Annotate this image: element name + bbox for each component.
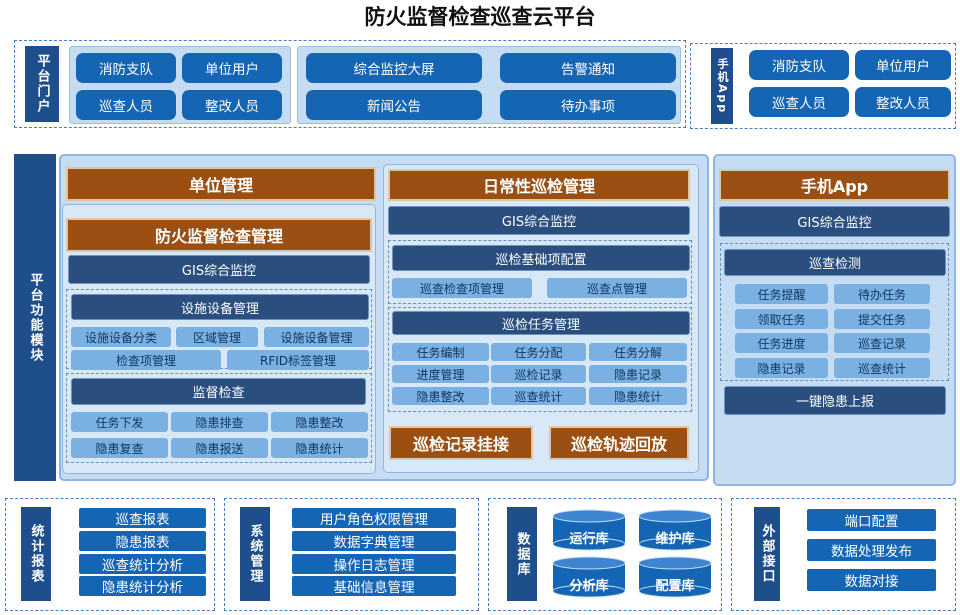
daily-gis-monitor[interactable]: GIS综合监控 — [388, 206, 690, 235]
supervise-item-report[interactable]: 隐患报送 — [171, 438, 268, 458]
unit-management-header: 单位管理 — [66, 167, 376, 201]
facility-item-equipment[interactable]: 设施设备管理 — [264, 327, 369, 347]
mobile-btn-patrol[interactable]: 巡查人员 — [749, 87, 849, 117]
db-cylinder-analysis — [552, 556, 626, 598]
db-cylinder-maintain — [638, 509, 712, 551]
system-base-info[interactable]: 基础信息管理 — [292, 576, 456, 596]
stats-hazard-analysis[interactable]: 隐患统计分析 — [79, 576, 206, 596]
task-item-compile[interactable]: 任务编制 — [392, 343, 489, 361]
facility-item-area[interactable]: 区域管理 — [176, 327, 258, 347]
supervise-item-stats[interactable]: 隐患统计 — [271, 438, 368, 458]
db-label-run: 运行库 — [569, 532, 609, 547]
portal-btn-news[interactable]: 新闻公告 — [306, 90, 482, 120]
mobile-item-submit[interactable]: 提交任务 — [834, 309, 930, 329]
facility-item-check[interactable]: 检查项管理 — [71, 350, 221, 370]
external-section: 外部接口 端口配置 数据处理发布 数据对接 — [731, 498, 956, 611]
portal-btn-fire-brigade[interactable]: 消防支队 — [76, 53, 176, 83]
task-item-hazard-rectify[interactable]: 隐患整改 — [392, 387, 489, 405]
mobile-item-todo[interactable]: 待办任务 — [834, 284, 930, 304]
mobile-app-label: 手机App — [711, 48, 733, 124]
daily-inspection-header: 日常性巡检管理 — [388, 169, 690, 201]
db-label-analysis: 分析库 — [569, 579, 609, 594]
mobile-gis-monitor[interactable]: GIS综合监控 — [719, 206, 950, 237]
database-section: 数据库 运行库 维护库 分析库 配置库 — [488, 498, 722, 611]
fire-supervision-header: 防火监督检查管理 — [66, 218, 372, 252]
db-label-config: 配置库 — [655, 579, 695, 594]
supervise-item-hazard-check[interactable]: 隐患排查 — [171, 412, 268, 432]
portal-btn-patrol[interactable]: 巡查人员 — [76, 90, 176, 120]
supervise-item-rectify[interactable]: 隐患整改 — [271, 412, 368, 432]
task-item-progress[interactable]: 进度管理 — [392, 365, 489, 383]
task-item-hazard-stats[interactable]: 隐患统计 — [589, 387, 687, 405]
modules-label: 平台功能模块 — [14, 154, 56, 481]
system-section: 系统管理 用户角色权限管理 数据字典管理 操作日志管理 基础信息管理 — [224, 498, 479, 611]
facility-management[interactable]: 设施设备管理 — [71, 294, 369, 320]
portal-btn-alarm[interactable]: 告警通知 — [500, 53, 676, 83]
db-label-maintain: 维护库 — [655, 532, 695, 547]
base-item-check[interactable]: 巡查检查项管理 — [392, 278, 532, 298]
mobile-btn-unit-user[interactable]: 单位用户 — [855, 50, 951, 80]
base-config-box — [388, 240, 692, 304]
mobile-btn-fire-brigade[interactable]: 消防支队 — [749, 50, 849, 80]
portal-users-panel: 消防支队 单位用户 巡查人员 整改人员 — [69, 46, 291, 124]
portal-btn-rectify[interactable]: 整改人员 — [182, 90, 282, 120]
task-item-split[interactable]: 任务分解 — [589, 343, 687, 361]
mobile-item-patrol-stats[interactable]: 巡查统计 — [834, 358, 930, 378]
mobile-btn-rectify[interactable]: 整改人员 — [855, 87, 951, 117]
database-cylinders — [552, 509, 712, 598]
mobile-item-patrol-record[interactable]: 巡查记录 — [834, 333, 930, 353]
portal-section: 平台门户 消防支队 单位用户 巡查人员 整改人员 综合监控大屏 告警通知 新闻公… — [14, 40, 686, 128]
base-item-point[interactable]: 巡查点管理 — [547, 278, 687, 298]
supervise-check[interactable]: 监督检查 — [71, 378, 366, 405]
facility-item-category[interactable]: 设施设备分类 — [71, 327, 171, 347]
task-item-patrol-stats[interactable]: 巡查统计 — [491, 387, 586, 405]
portal-btn-todo[interactable]: 待办事项 — [500, 90, 676, 120]
facility-item-rfid[interactable]: RFID标签管理 — [227, 350, 369, 370]
system-log[interactable]: 操作日志管理 — [292, 554, 456, 574]
mobile-item-hazard-record[interactable]: 隐患记录 — [735, 358, 828, 378]
mobile-app-module-header: 手机App — [719, 169, 950, 201]
stats-patrol-analysis[interactable]: 巡查统计分析 — [79, 554, 206, 574]
db-cylinder-config — [638, 556, 712, 598]
stats-hazard-report[interactable]: 隐患报表 — [79, 531, 206, 551]
task-item-record[interactable]: 巡检记录 — [491, 365, 586, 383]
mobile-inspect-box — [720, 243, 949, 381]
supervise-item-task[interactable]: 任务下发 — [71, 412, 168, 432]
track-playback-button[interactable]: 巡检轨迹回放 — [549, 426, 689, 460]
system-label: 系统管理 — [240, 507, 270, 601]
stats-patrol-report[interactable]: 巡查报表 — [79, 508, 206, 528]
portal-label: 平台门户 — [25, 46, 59, 122]
task-management[interactable]: 巡检任务管理 — [392, 311, 690, 335]
supervise-box — [66, 373, 372, 463]
base-config[interactable]: 巡检基础项配置 — [392, 245, 690, 271]
task-item-assign[interactable]: 任务分配 — [491, 343, 586, 361]
stats-section: 统计报表 巡查报表 隐患报表 巡查统计分析 隐患统计分析 — [5, 498, 215, 611]
mobile-item-claim[interactable]: 领取任务 — [735, 309, 828, 329]
portal-btn-unit-user[interactable]: 单位用户 — [182, 53, 282, 83]
db-cylinder-run — [552, 509, 626, 551]
fire-gis-monitor[interactable]: GIS综合监控 — [68, 255, 370, 284]
record-link-button[interactable]: 巡检记录挂接 — [389, 426, 533, 460]
portal-btn-big-screen[interactable]: 综合监控大屏 — [306, 53, 482, 83]
system-user-role[interactable]: 用户角色权限管理 — [292, 508, 456, 528]
stats-label: 统计报表 — [21, 507, 51, 601]
database-label: 数据库 — [507, 507, 537, 601]
ext-data-publish[interactable]: 数据处理发布 — [807, 539, 936, 561]
task-management-box — [388, 307, 692, 412]
task-item-hazard-record[interactable]: 隐患记录 — [589, 365, 687, 383]
portal-functions-panel: 综合监控大屏 告警通知 新闻公告 待办事项 — [297, 46, 681, 124]
system-dictionary[interactable]: 数据字典管理 — [292, 531, 456, 551]
mobile-item-progress[interactable]: 任务进度 — [735, 333, 828, 353]
external-label: 外部接口 — [754, 507, 780, 601]
one-click-report-button[interactable]: 一键隐患上报 — [724, 386, 946, 415]
ext-data-docking[interactable]: 数据对接 — [807, 569, 936, 591]
page-title: 防火监督检查巡查云平台 — [364, 4, 596, 29]
mobile-inspect[interactable]: 巡查检测 — [724, 249, 946, 276]
ext-port-config[interactable]: 端口配置 — [807, 509, 936, 531]
mobile-app-section: 手机App 消防支队 单位用户 巡查人员 整改人员 — [690, 43, 956, 129]
mobile-item-reminder[interactable]: 任务提醒 — [735, 284, 828, 304]
supervise-item-recheck[interactable]: 隐患复查 — [71, 438, 168, 458]
